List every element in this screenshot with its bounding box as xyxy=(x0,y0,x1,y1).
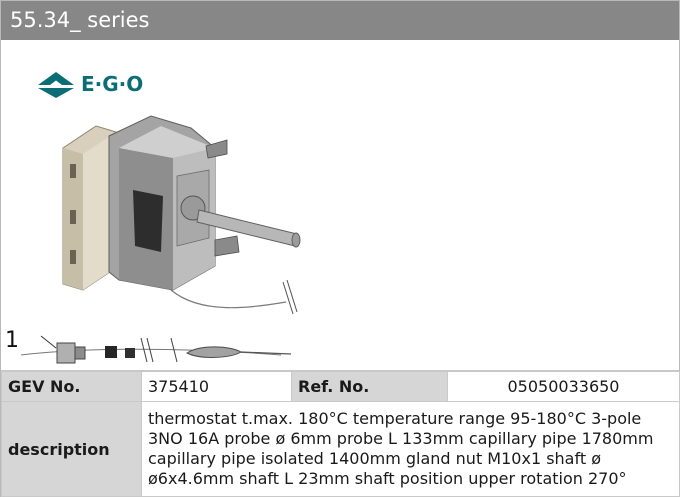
gev-label: GEV No. xyxy=(1,371,142,402)
spec-table: GEV No. 375410 Ref. No. 05050033650 desc… xyxy=(1,371,680,497)
description-label: description xyxy=(1,401,142,497)
product-image: E·G·O xyxy=(20,72,301,364)
product-image-area: E·G·O xyxy=(1,40,679,371)
thermostat-illustration xyxy=(20,115,301,364)
description-value: thermostat t.max. 180°C temperature rang… xyxy=(141,401,680,497)
series-title: 55.34_ series xyxy=(1,1,679,40)
ref-label: Ref. No. xyxy=(291,371,448,402)
ego-logo: E·G·O xyxy=(38,72,143,98)
spec-row-numbers: GEV No. 375410 Ref. No. 05050033650 xyxy=(1,371,680,402)
spec-row-description: description thermostat t.max. 180°C temp… xyxy=(1,401,680,497)
gev-value: 375410 xyxy=(141,371,292,402)
item-index-label: 1 xyxy=(5,328,19,353)
ref-value: 05050033650 xyxy=(447,371,680,402)
brand-logo-text: E·G·O xyxy=(81,72,143,96)
